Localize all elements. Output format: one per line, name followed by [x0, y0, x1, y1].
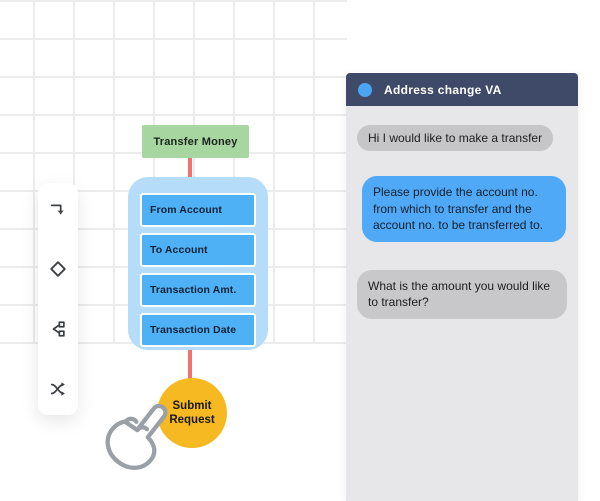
field-label: Transaction Amt. — [150, 284, 237, 296]
flow-field-transaction-amt[interactable]: Transaction Amt. — [140, 273, 256, 307]
submit-label-line2: Request — [169, 414, 215, 426]
flow-node-label: Transfer Money — [153, 135, 238, 148]
field-label: To Account — [150, 244, 208, 256]
flow-field-group[interactable]: From Account To Account Transaction Amt.… — [128, 177, 268, 350]
field-label: Transaction Date — [150, 324, 237, 336]
diamond-icon[interactable] — [48, 259, 68, 279]
chat-avatar-dot — [358, 82, 372, 97]
flow-node-transfer-money[interactable]: Transfer Money — [142, 125, 249, 158]
corner-arrow-icon[interactable] — [48, 199, 68, 219]
field-label: From Account — [150, 204, 222, 216]
chat-messages: Hi I would like to make a transfer Pleas… — [346, 106, 578, 501]
flow-field-transaction-date[interactable]: Transaction Date — [140, 313, 256, 347]
flow-connector-bottom — [188, 350, 192, 380]
flow-field-to-account[interactable]: To Account — [140, 233, 256, 267]
flow-connector-top — [188, 158, 192, 178]
flow-toolbar — [38, 183, 78, 415]
chat-header: Address change VA — [346, 73, 578, 106]
shuffle-icon[interactable] — [48, 379, 68, 399]
chat-bubble-user-2: What is the amount you would like to tra… — [357, 269, 567, 320]
flow-field-from-account[interactable]: From Account — [140, 193, 256, 227]
chat-panel: Address change VA Hi I would like to mak… — [346, 73, 578, 501]
branch-icon[interactable] — [48, 319, 68, 339]
chat-bubble-user-1: Hi I would like to make a transfer — [357, 125, 554, 151]
submit-label-line1: Submit — [172, 399, 212, 412]
chat-title: Address change VA — [384, 82, 502, 97]
chat-bubble-assistant: Please provide the account no. from whic… — [362, 176, 566, 242]
submit-request-button[interactable]: Submit Request — [157, 378, 227, 448]
